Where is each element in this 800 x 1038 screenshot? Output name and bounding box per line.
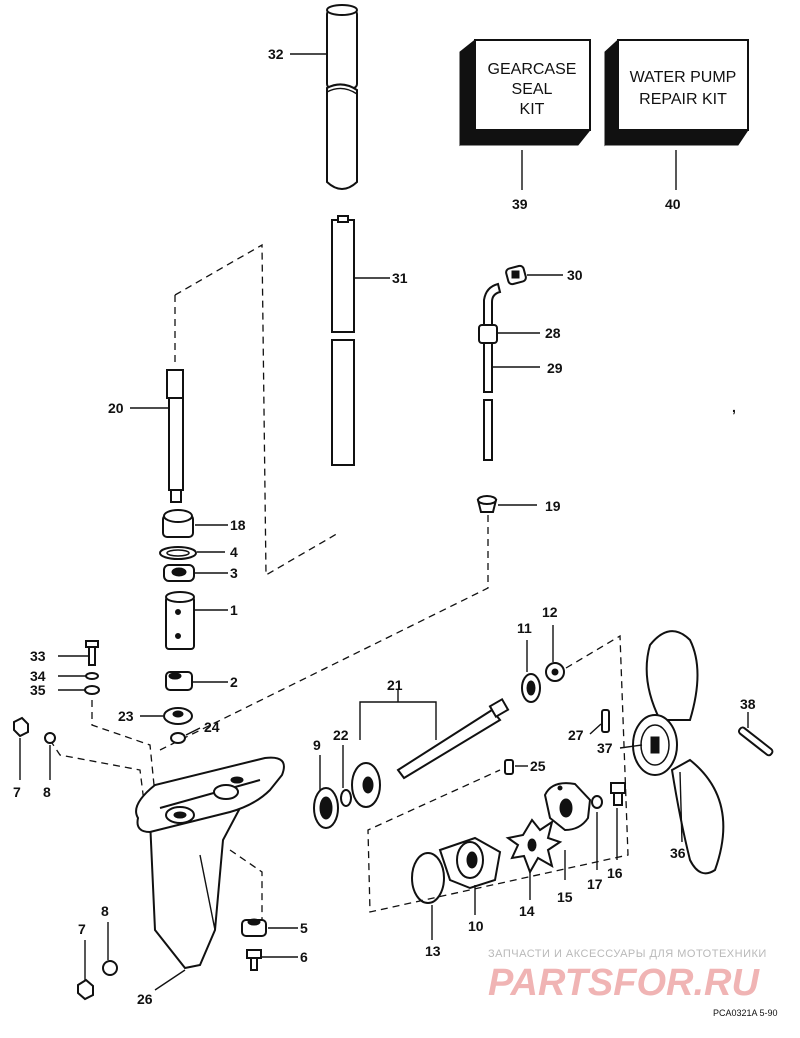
callout-27: 27 <box>568 727 584 743</box>
callout-16: 16 <box>607 865 623 881</box>
nut-part-7-upper[interactable] <box>13 716 29 738</box>
gearcase-seal-kit-box[interactable]: GEARCASE SEAL KIT <box>459 38 592 147</box>
callout-34: 34 <box>30 668 46 684</box>
callout-15: 15 <box>557 889 573 905</box>
impeller-housing-part-10[interactable] <box>438 836 502 890</box>
pinion-shaft-part-20[interactable] <box>166 369 184 503</box>
screw-part-16[interactable] <box>610 782 626 806</box>
pin-part-27[interactable] <box>601 709 610 733</box>
callout-11: 11 <box>517 620 532 636</box>
impeller-part-14[interactable] <box>505 818 563 875</box>
stray-mark: , <box>732 399 736 415</box>
driveshaft-part-31[interactable] <box>331 215 355 466</box>
washer-part-35[interactable] <box>84 685 100 695</box>
callout-37: 37 <box>597 740 613 756</box>
seal-part-12[interactable] <box>545 662 565 682</box>
o-ring-part-13[interactable] <box>411 852 445 904</box>
washer-part-8-upper[interactable] <box>44 732 56 744</box>
nut-part-24[interactable] <box>170 732 186 744</box>
nut-part-7-lower[interactable] <box>77 978 94 1001</box>
screw-part-6[interactable] <box>246 949 262 971</box>
callout-30: 30 <box>567 267 583 283</box>
grommet-part-19[interactable] <box>476 495 498 513</box>
callout-21: 21 <box>387 677 403 693</box>
gearcase-kit-line2: SEAL <box>512 81 553 98</box>
callout-7-lower: 7 <box>78 921 86 937</box>
washer-part-8-lower[interactable] <box>102 960 118 976</box>
callout-12: 12 <box>542 604 558 620</box>
bearing-part-3[interactable] <box>163 564 195 582</box>
watermark-tagline: ЗАПЧАСТИ И АКСЕССУАРЫ ДЛЯ МОТОТЕХНИКИ <box>488 948 767 960</box>
retaining-ring-part-4[interactable] <box>159 546 197 560</box>
callout-29: 29 <box>547 360 563 376</box>
bearing-part-2[interactable] <box>165 671 193 691</box>
callout-25: 25 <box>530 758 546 774</box>
callout-8-upper: 8 <box>43 784 51 800</box>
callout-14: 14 <box>519 903 535 919</box>
callout-2: 2 <box>230 674 238 690</box>
callout-24: 24 <box>204 719 220 735</box>
callout-3: 3 <box>230 565 238 581</box>
washer-part-34[interactable] <box>85 672 99 680</box>
callout-23: 23 <box>118 708 134 724</box>
callout-10: 10 <box>468 918 484 934</box>
callout-40: 40 <box>665 196 681 212</box>
callout-32: 32 <box>268 46 284 62</box>
gearcase-kit-line1: GEARCASE <box>488 61 577 78</box>
watermark-logo: PARTSFOR.RU <box>488 962 760 1004</box>
callout-9: 9 <box>313 737 321 753</box>
callout-4: 4 <box>230 544 238 560</box>
gearcase-kit-line3: KIT <box>520 101 545 118</box>
callout-1: 1 <box>230 602 238 618</box>
callout-18: 18 <box>230 517 246 533</box>
gear-part-21[interactable] <box>351 697 510 808</box>
washer-part-22[interactable] <box>340 789 352 807</box>
screw-part-33[interactable] <box>85 640 99 666</box>
callout-36: 36 <box>670 845 686 861</box>
washer-part-17[interactable] <box>591 795 603 809</box>
callout-7-upper: 7 <box>13 784 21 800</box>
water-pump-repair-kit-box[interactable]: WATER PUMP REPAIR KIT <box>604 38 749 147</box>
callout-20: 20 <box>108 400 124 416</box>
callout-22: 22 <box>333 727 349 743</box>
callout-35: 35 <box>30 682 46 698</box>
callout-6: 6 <box>300 949 308 965</box>
bumper-part-5[interactable] <box>241 918 267 937</box>
grommet-part-30[interactable] <box>505 264 527 286</box>
callout-33: 33 <box>30 648 46 664</box>
callout-38: 38 <box>740 696 756 712</box>
callout-28: 28 <box>545 325 561 341</box>
callout-39: 39 <box>512 196 528 212</box>
callout-17: 17 <box>587 876 603 892</box>
waterpump-kit-line2: REPAIR KIT <box>639 91 727 108</box>
plate-part-15[interactable] <box>543 782 592 832</box>
gearcase-part-26[interactable] <box>135 756 285 970</box>
bearing-part-9[interactable] <box>313 787 339 829</box>
bearing-part-11[interactable] <box>521 673 541 703</box>
callout-8-lower: 8 <box>101 903 109 919</box>
bushing-part-1[interactable] <box>165 591 195 650</box>
bearing-part-18[interactable] <box>162 509 194 538</box>
pin-part-25[interactable] <box>504 759 514 775</box>
seal-part-28[interactable] <box>478 324 498 344</box>
waterpump-kit-line1: WATER PUMP <box>630 69 737 86</box>
callout-13: 13 <box>425 943 441 959</box>
tube-bend-part-29[interactable] <box>483 282 502 461</box>
callout-19: 19 <box>545 498 561 514</box>
drawing-code: PCA0321A 5-90 <box>713 1008 778 1018</box>
callout-26: 26 <box>137 991 153 1007</box>
cotter-pin-part-38[interactable] <box>737 726 774 757</box>
callout-31: 31 <box>392 270 408 286</box>
propeller-part-36[interactable] <box>632 630 725 875</box>
water-tube-part-32[interactable] <box>326 4 358 190</box>
callout-5: 5 <box>300 920 308 936</box>
pinion-gear-part-23[interactable] <box>163 707 193 725</box>
